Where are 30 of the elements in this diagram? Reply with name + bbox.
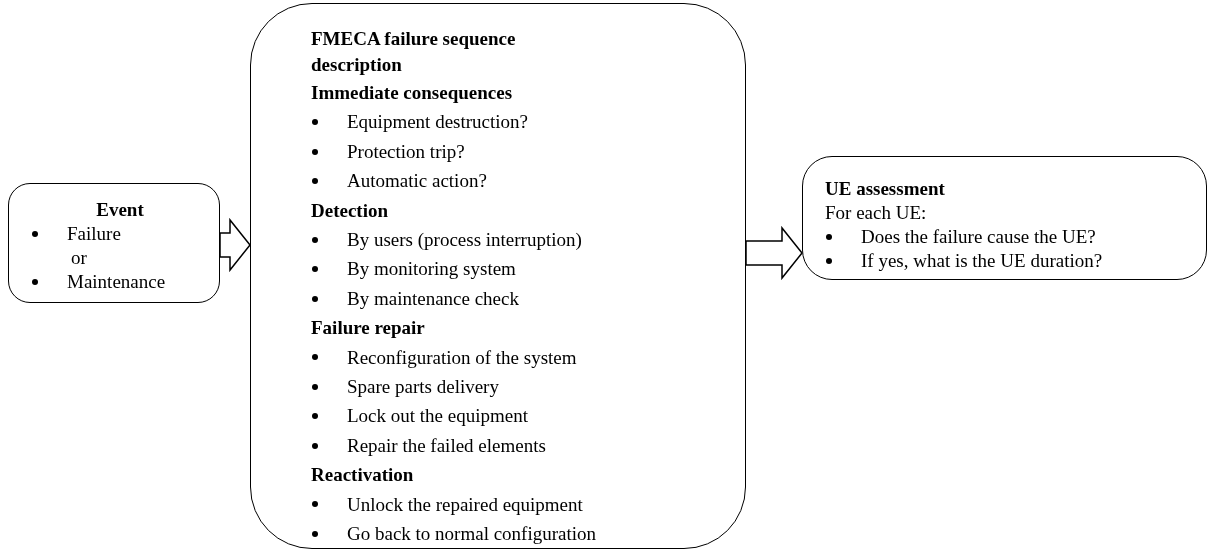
bullet-item: Automatic action? — [311, 166, 725, 196]
text: For each UE: — [825, 201, 928, 225]
rounded-box — [8, 183, 220, 303]
bullet-item: By users (process interruption) — [311, 225, 725, 255]
section-heading: Reactivation — [311, 463, 415, 488]
block-arrow — [219, 217, 251, 273]
bullet-item: Does the failure cause the UE? — [825, 225, 1196, 249]
section-heading: UE assessment — [825, 177, 946, 201]
rounded-box — [802, 156, 1207, 280]
bullet-item: Reconfiguration of the system — [311, 342, 725, 373]
bullet-item: Protection trip? — [311, 136, 725, 167]
bullet-item: Repair the failed elements — [311, 430, 725, 461]
rounded-box — [250, 3, 746, 549]
bullet-item: Lock out the equipment — [311, 401, 725, 431]
block-arrow — [745, 225, 803, 281]
bullet-item: Unlock the repaired equipment — [311, 489, 725, 520]
bullet-item: Spare parts delivery — [311, 372, 725, 402]
bullet-item: Equipment destruction? — [311, 107, 725, 137]
bullet-item: By monitoring system — [311, 254, 725, 284]
bullet-item: If yes, what is the UE duration? — [825, 249, 1196, 273]
section-heading: Detection — [311, 198, 390, 223]
heading: FMECA failure sequence description — [311, 27, 517, 77]
bullet-item: Maintenance — [31, 270, 209, 294]
heading: Event — [95, 198, 145, 222]
bullet-item: By maintenance check — [311, 283, 725, 314]
section-heading: Immediate consequences — [311, 81, 514, 105]
connector-word: or — [70, 246, 88, 270]
section-heading: Failure repair — [311, 316, 426, 341]
bullet-item: Failure — [31, 222, 209, 246]
bullet-item: Go back to normal configuration — [311, 519, 725, 549]
